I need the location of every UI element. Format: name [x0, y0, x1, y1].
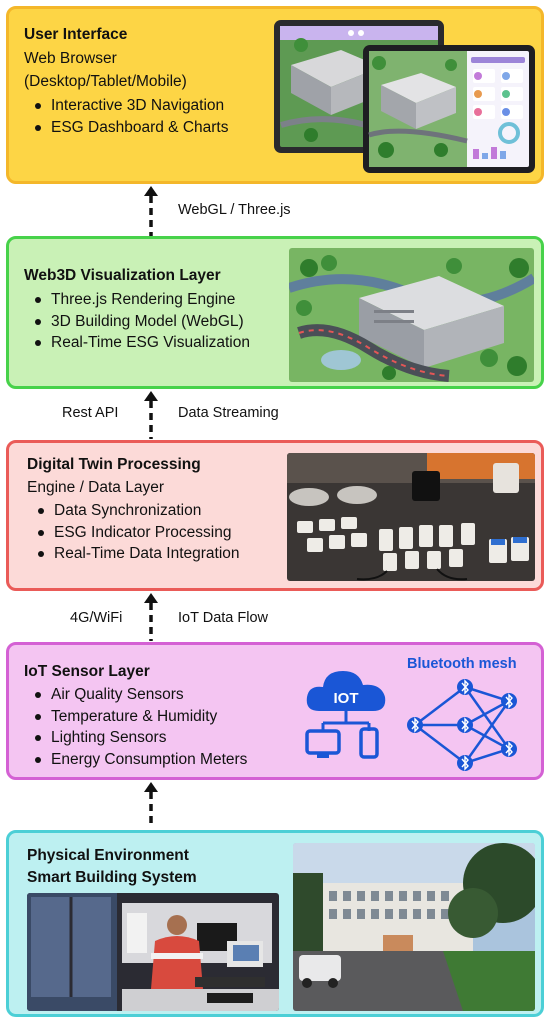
- dashed-up-arrow-icon: [144, 391, 158, 439]
- physical-environment-layer: Physical Environment Smart Building Syst…: [6, 830, 544, 1017]
- tablet-3d-dashboard-image: [271, 15, 541, 175]
- user-interface-layer: User Interface Web Browser (Desktop/Tabl…: [6, 6, 544, 184]
- iot-bullet: Lighting Sensors: [29, 727, 247, 749]
- ui-subtitle-line-2: (Desktop/Tablet/Mobile): [24, 73, 187, 90]
- iot-bullet-list: Air Quality Sensors Temperature & Humidi…: [29, 684, 247, 770]
- dashed-up-arrow-icon: [144, 782, 158, 828]
- bluetooth-mesh-icon: [407, 679, 517, 771]
- connector-label-webgl: WebGL / Three.js: [178, 202, 291, 218]
- smart-building-photo: [293, 843, 535, 1011]
- office-workstation-photo: [27, 893, 279, 1011]
- physical-title-line-2: Smart Building System: [27, 869, 197, 886]
- web3d-bullet: 3D Building Model (WebGL): [29, 311, 250, 333]
- ui-subtitle-line-1: Web Browser: [24, 50, 117, 67]
- 3d-campus-model-image: [289, 248, 534, 382]
- physical-title-line-1: Physical Environment: [27, 847, 189, 864]
- web3d-visualization-layer: Web3D Visualization Layer Three.js Rende…: [6, 236, 544, 389]
- iot-layer-title: IoT Sensor Layer: [24, 663, 150, 680]
- connector-label-iot-data-flow: IoT Data Flow: [178, 610, 268, 626]
- sensor-devices-photo: [287, 453, 535, 581]
- iot-bullet: Temperature & Humidity: [29, 706, 247, 728]
- twin-bullet: Data Synchronization: [32, 500, 240, 522]
- connector-label-4g-wifi: 4G/WiFi: [70, 610, 123, 626]
- twin-bullet-list: Data Synchronization ESG Indicator Proce…: [32, 500, 240, 565]
- web3d-bullet: Three.js Rendering Engine: [29, 289, 250, 311]
- ui-layer-title: User Interface: [24, 26, 128, 43]
- twin-subtitle: Engine / Data Layer: [27, 479, 165, 496]
- ui-bullet: Interactive 3D Navigation: [29, 95, 228, 117]
- iot-bullet: Air Quality Sensors: [29, 684, 247, 706]
- ui-bullet-list: Interactive 3D Navigation ESG Dashboard …: [29, 95, 228, 138]
- connector-label-data-streaming: Data Streaming: [178, 405, 279, 421]
- iot-sensor-layer: IoT Sensor Layer Air Quality Sensors Tem…: [6, 642, 544, 780]
- twin-bullet: Real-Time Data Integration: [32, 543, 240, 565]
- dashed-up-arrow-icon: [144, 593, 158, 641]
- bluetooth-mesh-label: Bluetooth mesh: [407, 656, 517, 672]
- ui-bullet: ESG Dashboard & Charts: [29, 117, 228, 139]
- web3d-layer-title: Web3D Visualization Layer: [24, 267, 221, 284]
- iot-icon-text: IOT: [334, 690, 359, 707]
- digital-twin-processing-layer: Digital Twin Processing Engine / Data La…: [6, 440, 544, 591]
- web3d-bullet: Real-Time ESG Visualization: [29, 332, 250, 354]
- web3d-bullet-list: Three.js Rendering Engine 3D Building Mo…: [29, 289, 250, 354]
- dashed-up-arrow-icon: [144, 186, 158, 236]
- iot-cloud-icon: IOT: [305, 671, 386, 759]
- connector-label-rest-api: Rest API: [62, 405, 119, 421]
- twin-bullet: ESG Indicator Processing: [32, 522, 240, 544]
- iot-bullet: Energy Consumption Meters: [29, 749, 247, 771]
- twin-layer-title: Digital Twin Processing: [27, 456, 201, 473]
